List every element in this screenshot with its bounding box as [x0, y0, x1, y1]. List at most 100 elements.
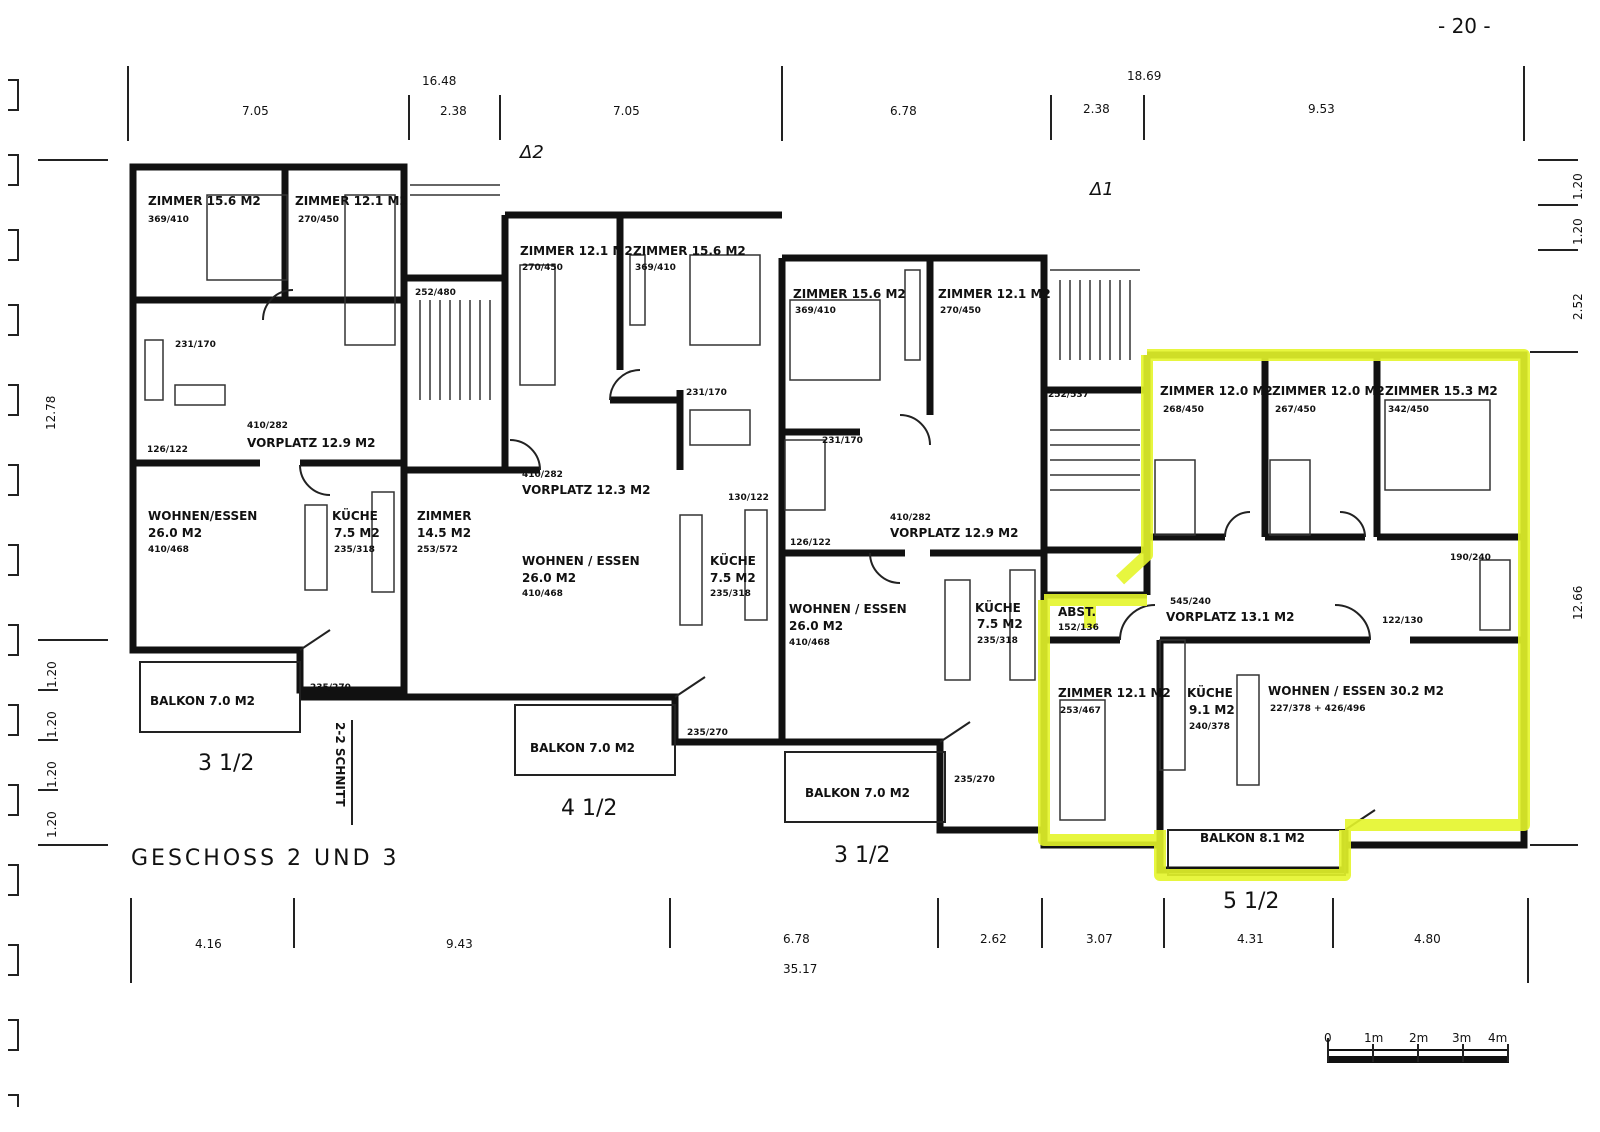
dim-top-seg-4: 6.78: [890, 104, 917, 118]
dim-bottom-total: 35.17: [783, 962, 817, 976]
zimmer4-label: ZIMMER 12.1 M2: [1058, 686, 1171, 700]
room-label: ZIMMER 12.0 M2: [1272, 384, 1385, 398]
wohnen-area: 26.0 M2: [148, 526, 202, 540]
wohnen-area: 26.0 M2: [789, 619, 843, 633]
bath-size: 231/170: [822, 436, 863, 446]
fixtures: [144, 184, 1511, 821]
wohnen-size: 410/468: [789, 638, 830, 648]
unit-1-labels: ZIMMER 15.6 M2 369/410 ZIMMER 12.1 M2 27…: [147, 194, 408, 776]
unit-3-labels: ZIMMER 15.6 M2 369/410 ZIMMER 12.1 M2 27…: [789, 287, 1051, 868]
vorplatz-size: 410/282: [522, 470, 563, 480]
balkon-label: BALKON 7.0 M2: [150, 694, 255, 708]
stair-2-size: 252/537: [1048, 390, 1089, 400]
unit-5-1-2-highlight: [1038, 349, 1530, 881]
room-label: ZIMMER 12.1 M2: [938, 287, 1051, 301]
dim-bottom-seg-3: 6.78: [783, 932, 810, 946]
dim-bottom-seg-2: 9.43: [446, 937, 473, 951]
balkon-size: 235/270: [954, 775, 995, 785]
wohnen-label: WOHNEN / ESSEN: [522, 554, 640, 568]
vorplatz-size: 545/240: [1170, 597, 1211, 607]
vorplatz-label: VORPLATZ 12.9 M2: [247, 436, 375, 450]
wohnen-label: WOHNEN / ESSEN: [789, 602, 907, 616]
room-label: ZIMMER 12.1 M2: [520, 244, 633, 258]
room-size: 267/450: [1275, 405, 1316, 415]
kueche-size: 240/378: [1189, 722, 1230, 732]
wc-size: 126/122: [790, 538, 831, 548]
dim-left-small-4: 1.20: [45, 811, 59, 838]
page-number: - 20 -: [1438, 14, 1491, 38]
dim-left-height: 12.78: [44, 396, 58, 430]
wohnen-size: 227/378 + 426/496: [1270, 704, 1366, 714]
wc-size: 130/122: [728, 493, 769, 503]
kueche-area: 7.5 M2: [710, 571, 756, 585]
dim-bottom-seg-1: 4.16: [195, 937, 222, 951]
balkon-size: 235/270: [310, 683, 351, 693]
room-size: 342/450: [1388, 405, 1429, 415]
top-dimensions: 16.48 18.69 7.05 2.38 7.05 6.78 2.38 9.5…: [127, 66, 1525, 141]
vorplatz-label: VORPLATZ 13.1 M2: [1166, 610, 1294, 624]
scale-label-2: 2m: [1409, 1031, 1428, 1045]
dim-left-small-2: 1.20: [45, 711, 59, 738]
room-label: ZIMMER 12.1 M2: [295, 194, 408, 208]
scale-bar: 0 1m 2m 3m 4m: [1324, 1031, 1509, 1063]
kueche-area: 7.5 M2: [977, 617, 1023, 631]
balkon-size: 235/270: [687, 728, 728, 738]
kueche-area: 9.1 M2: [1189, 703, 1235, 717]
vorplatz-label: VORPLATZ 12.9 M2: [890, 526, 1018, 540]
wc-size: 122/130: [1382, 616, 1423, 626]
scale-label-3: 3m: [1452, 1031, 1471, 1045]
section-mark-1: Δ1: [1088, 179, 1114, 200]
kueche-label: KÜCHE: [332, 508, 378, 523]
wohnen-label: WOHNEN / ESSEN 30.2 M2: [1268, 684, 1444, 698]
dim-right-small-1: 1.20: [1571, 173, 1585, 200]
vorplatz-size: 410/282: [247, 421, 288, 431]
room-label: ZIMMER 15.6 M2: [148, 194, 261, 208]
margin-marks: [8, 79, 19, 1107]
zimmer-extra-label: ZIMMER: [417, 509, 472, 523]
section-label: 2-2 SCHNITT: [333, 722, 347, 807]
bottom-dimensions: 4.16 9.43 6.78 2.62 3.07 4.31 4.80 35.17: [130, 898, 1529, 983]
unit-4-labels: ZIMMER 12.0 M2 268/450 ZIMMER 12.0 M2 26…: [1058, 384, 1498, 914]
scale-label-4: 4m: [1488, 1031, 1507, 1045]
kueche-area: 7.5 M2: [334, 526, 380, 540]
wc-size: 126/122: [147, 445, 188, 455]
dim-top-seg-2: 2.38: [440, 104, 467, 118]
dim-bottom-seg-5: 3.07: [1086, 932, 1113, 946]
balcony-unit-3: [784, 751, 946, 823]
scale-label-0: 0: [1324, 1031, 1332, 1045]
dim-top-seg-3: 7.05: [613, 104, 640, 118]
balkon-label: BALKON 7.0 M2: [805, 786, 910, 800]
kueche-label: KÜCHE: [710, 553, 756, 568]
dim-right-height: 12.66: [1571, 586, 1585, 620]
vorplatz-label: VORPLATZ 12.3 M2: [522, 483, 650, 497]
left-dimensions: 12.78 1.20 1.20 1.20 1.20: [38, 159, 108, 846]
floor-title: GESCHOSS 2 UND 3: [131, 846, 400, 871]
dim-right-small-3: 2.52: [1571, 293, 1585, 320]
balcony-unit-1: [139, 661, 301, 733]
unit-type: 3 1/2: [198, 751, 254, 776]
bath-size: 231/170: [175, 340, 216, 350]
balkon-label: BALKON 8.1 M2: [1200, 831, 1305, 845]
scale-label-1: 1m: [1364, 1031, 1383, 1045]
vorplatz-size: 410/282: [890, 513, 931, 523]
right-dimensions: 1.20 1.20 2.52 12.66: [1530, 159, 1585, 846]
dim-right-small-2: 1.20: [1571, 218, 1585, 245]
balkon-label: BALKON 7.0 M2: [530, 741, 635, 755]
room-label: ZIMMER 15.6 M2: [793, 287, 906, 301]
kueche-size: 235/318: [334, 545, 375, 555]
dim-top-seg-6: 9.53: [1308, 102, 1335, 116]
unit-type: 3 1/2: [834, 843, 890, 868]
kueche-size: 235/318: [710, 589, 751, 599]
balcony-unit-2: [514, 704, 676, 776]
zimmer-extra-size: 253/572: [417, 545, 458, 555]
unit-type: 5 1/2: [1223, 889, 1279, 914]
room-label: ZIMMER 15.3 M2: [1385, 384, 1498, 398]
kueche-label: KÜCHE: [1187, 685, 1233, 700]
dim-top-total-1: 16.48: [422, 74, 456, 88]
bath-size: 231/170: [686, 388, 727, 398]
zimmer-extra-area: 14.5 M2: [417, 526, 471, 540]
room-size: 270/450: [940, 306, 981, 316]
zimmer4-size: 253/467: [1060, 706, 1101, 716]
dim-bottom-seg-4: 2.62: [980, 932, 1007, 946]
